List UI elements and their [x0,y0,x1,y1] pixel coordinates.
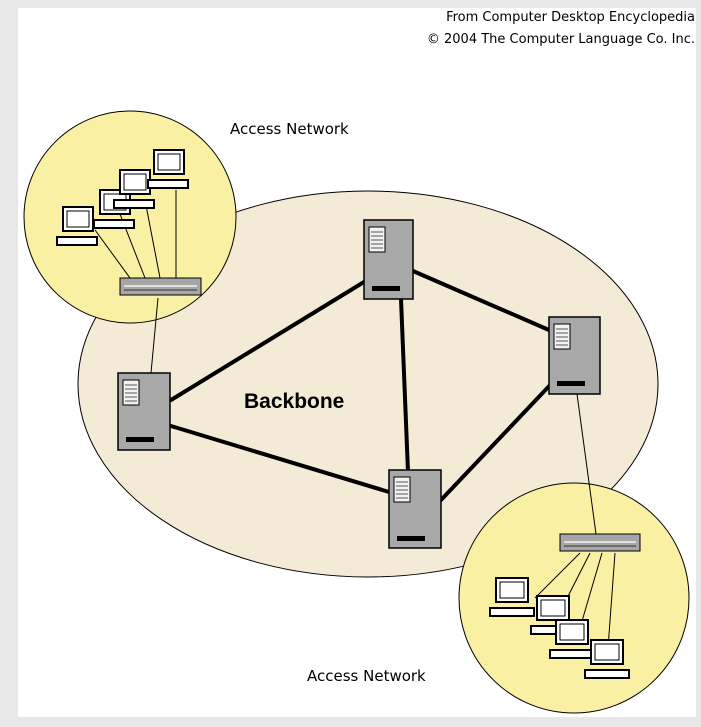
frame-border-top [0,0,701,8]
computer-icon [489,577,535,617]
server-icon [117,372,171,451]
top-link-1 [94,229,131,279]
bottom-access-computers [489,577,630,679]
computer-icon [147,149,189,189]
computer-base [56,236,98,246]
link-top-access-uplink [150,297,159,374]
server-top-drive [372,286,400,291]
computer-base [113,199,155,209]
link-bottom-access-uplink [576,393,597,535]
frame-border-bottom [0,717,701,727]
computer-base [584,669,630,679]
link-left-top [169,280,366,402]
computer-icon [584,639,630,679]
bottom-link-3 [579,552,603,629]
frame-border-left [0,0,18,727]
computer-screen [559,623,585,641]
top-link-3 [144,199,161,279]
server-left-drive [126,437,154,442]
computer-icon [530,595,576,635]
server-left-panel-lines [125,384,137,402]
computer-base [549,649,595,659]
credit-line-2: © 2004 The Computer Language Co. Inc. [426,32,695,47]
computer-base [147,179,189,189]
computer-screen [123,173,147,191]
bottom-link-4 [607,552,616,649]
access-network-bottom-area [458,482,690,714]
access-network-label-bottom: Access Network [307,667,426,685]
link-top-right [411,269,551,332]
top-access-computers [56,149,189,246]
server-top-panel-lines [371,231,383,249]
server-bottom-panel-lines [396,481,408,499]
computer-icon [113,169,155,209]
frame-border-right [696,0,701,727]
computer-screen [157,153,181,171]
computer-icon [56,206,98,246]
server-icon [388,469,442,549]
server-right-drive [557,381,585,386]
link-left-bottom [169,424,391,494]
access-network-label-top: Access Network [230,120,349,138]
computer-screen [594,643,620,661]
link-top-bottom [399,297,410,474]
computer-icon [549,619,595,659]
network-switch-icon [559,533,641,552]
link-bottom-right [439,380,555,502]
computer-screen [499,581,525,599]
backbone-links [169,269,555,502]
server-right-panel-lines [556,328,568,346]
server-icon [548,316,601,395]
computer-base [489,607,535,617]
top-access-links [94,190,177,279]
computer-screen [540,599,566,617]
credit-line-1: From Computer Desktop Encyclopedia [446,10,695,25]
backbone-area [77,190,659,578]
network-switch-icon [119,277,202,296]
server-icon [363,219,414,300]
server-bottom-drive [397,536,425,541]
computer-base [93,219,135,229]
computer-screen [66,210,90,228]
backbone-label: Backbone [244,390,344,413]
bottom-link-1 [534,552,581,599]
